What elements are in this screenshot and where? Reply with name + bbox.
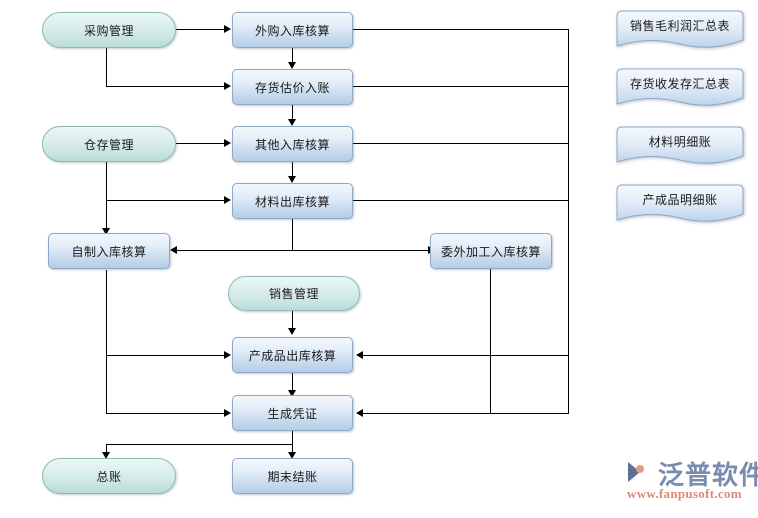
connector-outsourced-down <box>490 268 491 414</box>
connector-purchase-to-purchasein <box>176 29 226 30</box>
arrowhead <box>224 351 231 359</box>
node-sales-management[interactable]: 销售管理 <box>228 276 360 311</box>
node-general-ledger[interactable]: 总账 <box>42 458 176 494</box>
connector-estimate-to-bus <box>353 86 569 87</box>
arrowhead <box>288 452 296 459</box>
node-generate-voucher[interactable]: 生成凭证 <box>232 395 353 431</box>
connector-selfmade-to-finishedout <box>106 355 226 356</box>
connector-materialout-to-selfmade <box>174 250 292 251</box>
node-purchase-inbound-accounting[interactable]: 外购入库核算 <box>232 12 353 48</box>
connector-materialout-to-bus <box>353 200 569 201</box>
node-purchase-management[interactable]: 采购管理 <box>42 12 176 48</box>
watermark-logo: 泛普软件 www.fanpusoft.com <box>626 456 758 506</box>
connector-materialout-down <box>292 218 293 251</box>
connector-warehouse-down <box>106 161 107 233</box>
arrowhead <box>224 409 231 417</box>
node-other-inbound-accounting[interactable]: 其他入库核算 <box>232 126 353 162</box>
report-doc-material-subsidiary-ledger[interactable]: 材料明细账 <box>616 126 744 168</box>
connector-purchasein-to-estimate <box>292 47 293 66</box>
arrowhead <box>224 139 231 147</box>
connector-bus-to-voucher <box>360 413 568 414</box>
report-label: 产成品明细账 <box>642 192 718 207</box>
connector-bus-to-finishedout <box>360 355 568 356</box>
arrowhead <box>288 390 296 397</box>
connector-warehouse-to-materialout <box>106 200 226 201</box>
connector-sales-to-finishedout <box>292 311 293 332</box>
connector-warehouse-to-otherin <box>176 143 226 144</box>
report-label: 材料明细账 <box>648 134 712 149</box>
fanpu-brand-icon <box>627 460 644 484</box>
arrowhead <box>224 82 231 90</box>
connector-purchase-down <box>106 47 107 87</box>
arrowhead <box>288 328 296 335</box>
arrowhead <box>288 62 296 69</box>
node-warehouse-management[interactable]: 仓存管理 <box>42 126 176 162</box>
report-doc-finished-goods-subsidiary-ledger[interactable]: 产成品明细账 <box>616 184 744 226</box>
arrowhead <box>102 228 110 235</box>
node-outsourced-inbound-accounting[interactable]: 委外加工入库核算 <box>430 233 552 269</box>
connector-purchasein-to-bus <box>353 29 569 30</box>
connector-selfmade-to-voucher <box>106 413 226 414</box>
connector-selfmade-down <box>106 270 107 414</box>
report-doc-inventory-receipt-issue-balance[interactable]: 存货收发存汇总表 <box>616 68 744 110</box>
arrowhead <box>170 246 177 254</box>
report-doc-sales-gross-profit[interactable]: 销售毛利润汇总表 <box>616 10 744 52</box>
document-shape-icon <box>616 10 744 48</box>
connector-to-periodclose <box>292 444 293 456</box>
report-label: 销售毛利润汇总表 <box>629 18 730 33</box>
arrowhead <box>356 409 363 417</box>
brand-url: www.fanpusoft.com <box>627 486 742 501</box>
arrowhead <box>224 25 231 33</box>
node-inventory-estimated-entry[interactable]: 存货估价入账 <box>232 69 353 105</box>
connector-to-generalledger <box>106 444 107 456</box>
document-shape-icon <box>616 68 744 106</box>
connector-right-bus-trunk <box>568 29 569 414</box>
connector-purchase-to-estimate <box>106 86 226 87</box>
document-shape-icon <box>616 126 744 164</box>
arrowhead <box>356 351 363 359</box>
connector-otherin-to-materialout <box>292 161 293 180</box>
connector-otherin-to-bus <box>353 143 569 144</box>
node-self-made-inbound-accounting[interactable]: 自制入库核算 <box>48 233 170 269</box>
arrowhead <box>224 196 231 204</box>
connector-finishedout-to-voucher <box>292 373 293 394</box>
document-shape-icon <box>616 184 744 222</box>
connector-voucher-down <box>292 431 293 445</box>
arrowhead <box>288 176 296 183</box>
arrowhead <box>102 452 110 459</box>
arrowhead <box>288 119 296 126</box>
connector-estimate-to-otherin <box>292 104 293 123</box>
report-label: 存货收发存汇总表 <box>629 76 730 91</box>
connector-voucher-split <box>106 444 293 445</box>
connector-materialout-to-outsourced <box>292 250 430 251</box>
brand-name: 泛普软件 <box>658 461 758 491</box>
node-material-outbound-accounting[interactable]: 材料出库核算 <box>232 183 353 219</box>
node-finished-goods-outbound-accounting[interactable]: 产成品出库核算 <box>232 337 353 373</box>
node-period-end-closing[interactable]: 期末结账 <box>232 458 353 494</box>
